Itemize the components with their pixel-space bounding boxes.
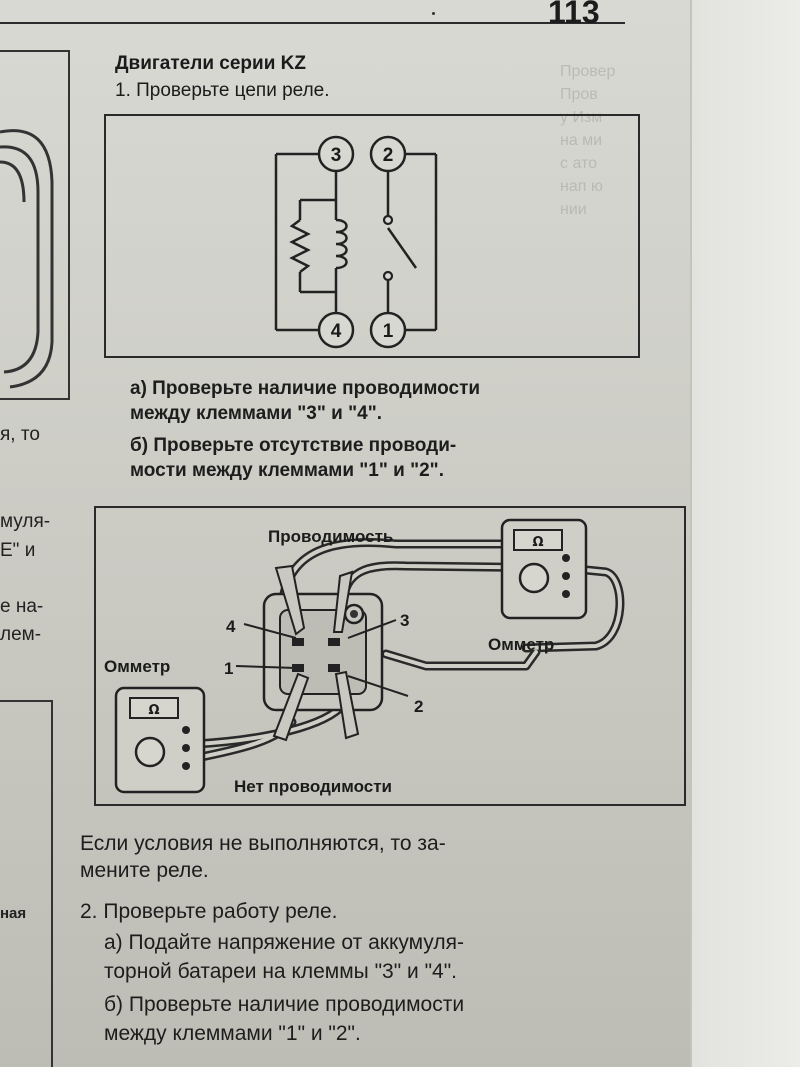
section-title: Двигатели серии KZ <box>115 53 306 74</box>
speck <box>432 12 435 15</box>
svg-text:1: 1 <box>383 321 394 342</box>
label-ohmmeter-left: Омметр <box>104 657 170 676</box>
terminal-4: 4 <box>317 311 355 349</box>
switch-blade <box>386 227 418 269</box>
pin-label-3: 3 <box>400 611 409 630</box>
terminal-2: 2 <box>369 135 407 173</box>
relay-schematic: 3 2 4 1 <box>274 135 438 349</box>
relay-body <box>262 592 384 712</box>
label-ohmmeter-right: Омметр <box>488 635 554 654</box>
page-number: 113 <box>548 0 600 30</box>
next-page-edge <box>690 0 800 1067</box>
relay-schematic-figure: 3 2 4 1 <box>104 114 640 358</box>
probe-lower-right <box>334 670 360 740</box>
pin-label-1: 1 <box>224 659 233 678</box>
bleed-through-text: Провер Пров у Изм на ми с ато нап ю нии <box>560 63 616 218</box>
left-table-frame <box>0 700 53 1067</box>
svg-text:3: 3 <box>331 145 342 166</box>
terminal-1: 1 <box>369 311 407 349</box>
label-no-conductivity: Нет проводимости <box>234 777 392 796</box>
ohmmeter-left: Ω <box>114 686 206 794</box>
left-figure-wires <box>0 129 54 389</box>
check-b: б) Проверьте отсутствие проводи- мости м… <box>130 435 457 481</box>
label-conductivity: Проводимость <box>268 527 393 546</box>
resistor-symbol <box>289 219 311 273</box>
probe-lower-left <box>272 672 310 742</box>
replace-relay-note: Если условия не выполняются, то за- мени… <box>80 832 446 882</box>
step2-a: а) Подайте напряжение от аккумуля- торно… <box>104 931 464 983</box>
pin-label-2: 2 <box>414 697 423 716</box>
svg-text:4: 4 <box>331 321 342 342</box>
ohmmeter-test-figure: Ω Ω Проводимость Омметр Омметр Нет прово… <box>94 506 686 806</box>
header-rule <box>0 22 625 24</box>
step2-b: б) Проверьте наличие проводимости между … <box>104 993 465 1045</box>
left-column-fragment: я, то муля- Е" и е на- лем- ная <box>0 0 80 1067</box>
check-a: а) Проверьте наличие проводимости между … <box>130 378 481 424</box>
probe-upper-right <box>332 570 354 633</box>
svg-text:Ω: Ω <box>532 535 543 550</box>
coil-symbol <box>335 218 348 270</box>
step1-title: 1. Проверьте цепи реле. <box>115 80 330 101</box>
svg-text:2: 2 <box>383 145 394 166</box>
probe-upper-left <box>274 564 306 636</box>
terminal-3: 3 <box>317 135 355 173</box>
left-figure-frame <box>0 50 70 400</box>
ohmmeter-right: Ω <box>500 518 588 620</box>
ohmmeter-test-drawing: Ω Ω Проводимость Омметр Омметр Нет прово… <box>104 518 625 796</box>
step2-title: 2. Проверьте работу реле. <box>80 900 338 923</box>
svg-text:Ω: Ω <box>148 703 159 718</box>
pin-label-4: 4 <box>226 617 236 636</box>
